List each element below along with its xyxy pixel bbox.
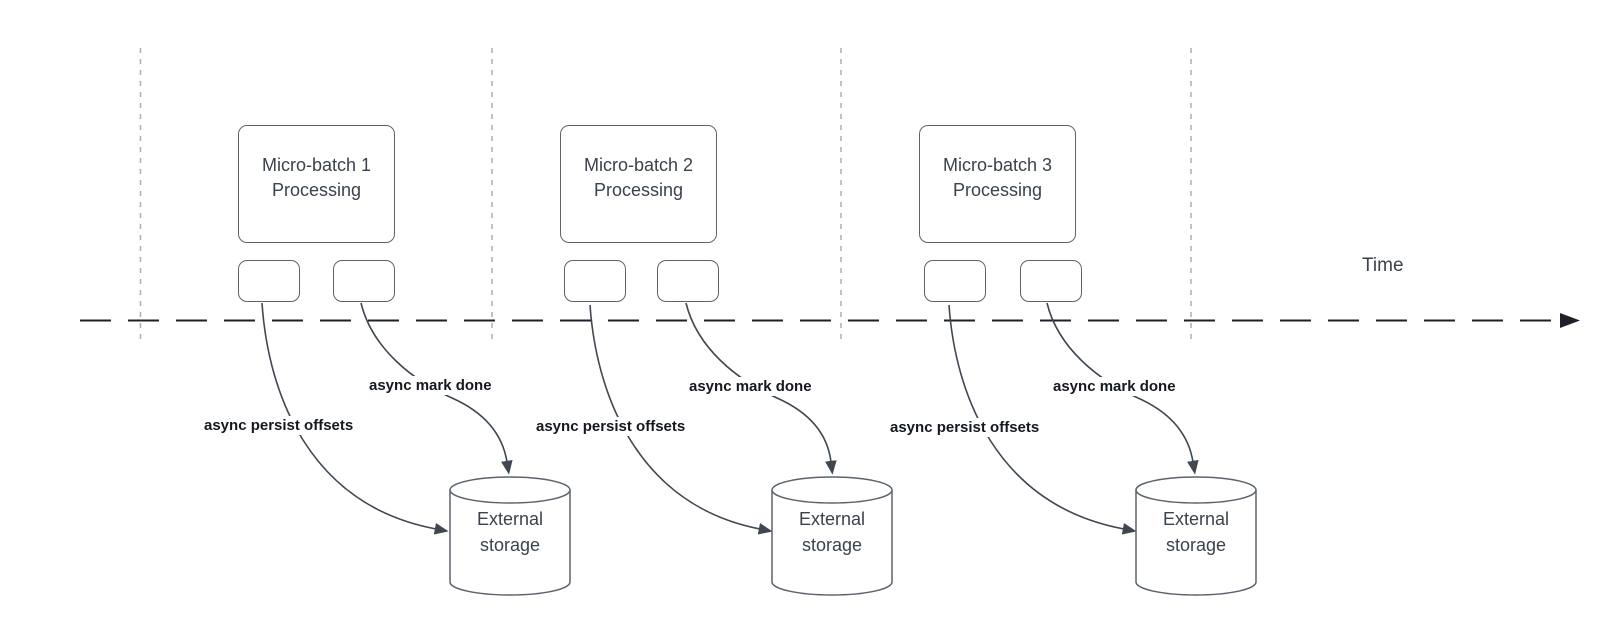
micro-batch-2-box: Micro-batch 2 Processing	[560, 125, 717, 243]
storage-label-1: External storage	[476, 509, 544, 555]
persist-offsets-arrow-1	[261, 302, 449, 535]
micro-batch-2-title-line2: Processing	[593, 180, 684, 200]
task-box-1-left	[238, 260, 300, 302]
micro-batch-3-title-line1: Micro-batch 3	[942, 155, 1053, 175]
micro-batch-3-box: Micro-batch 3 Processing	[919, 125, 1076, 243]
mark-done-label-1: async mark done	[366, 376, 495, 395]
micro-batch-1-title-line2: Processing	[271, 180, 362, 200]
mark-done-arrow-3	[1046, 302, 1199, 475]
timeline-arrowhead-icon	[1560, 313, 1580, 328]
mark-done-label-2: async mark done	[686, 377, 815, 396]
persist-offsets-label-1: async persist offsets	[201, 416, 357, 435]
time-label: Time	[1362, 255, 1404, 276]
task-box-3-left	[924, 260, 986, 302]
mark-done-arrow-2	[685, 302, 837, 475]
task-box-3-right	[1020, 260, 1082, 302]
external-storage-cylinder-1	[449, 476, 571, 596]
storage-label-2: External storage	[798, 509, 866, 555]
mark-done-label-3: async mark done	[1050, 377, 1179, 396]
external-storage-cylinder-3	[1135, 476, 1257, 596]
persist-offsets-label-3: async persist offsets	[887, 418, 1043, 437]
micro-batch-1-title-line1: Micro-batch 1	[261, 155, 372, 175]
micro-batch-3-title-line2: Processing	[952, 180, 1043, 200]
mark-done-arrow-1	[360, 302, 513, 475]
micro-batch-2-title-line1: Micro-batch 2	[583, 155, 694, 175]
persist-offsets-arrow-2	[589, 304, 773, 535]
persist-offsets-label-2: async persist offsets	[533, 417, 689, 436]
task-box-2-right	[657, 260, 719, 302]
task-box-1-right	[333, 260, 395, 302]
task-box-2-left	[564, 260, 626, 302]
persist-offsets-arrow-3	[948, 304, 1137, 535]
micro-batch-1-box: Micro-batch 1 Processing	[238, 125, 395, 243]
external-storage-cylinder-2	[771, 476, 893, 596]
storage-label-3: External storage	[1162, 509, 1230, 555]
